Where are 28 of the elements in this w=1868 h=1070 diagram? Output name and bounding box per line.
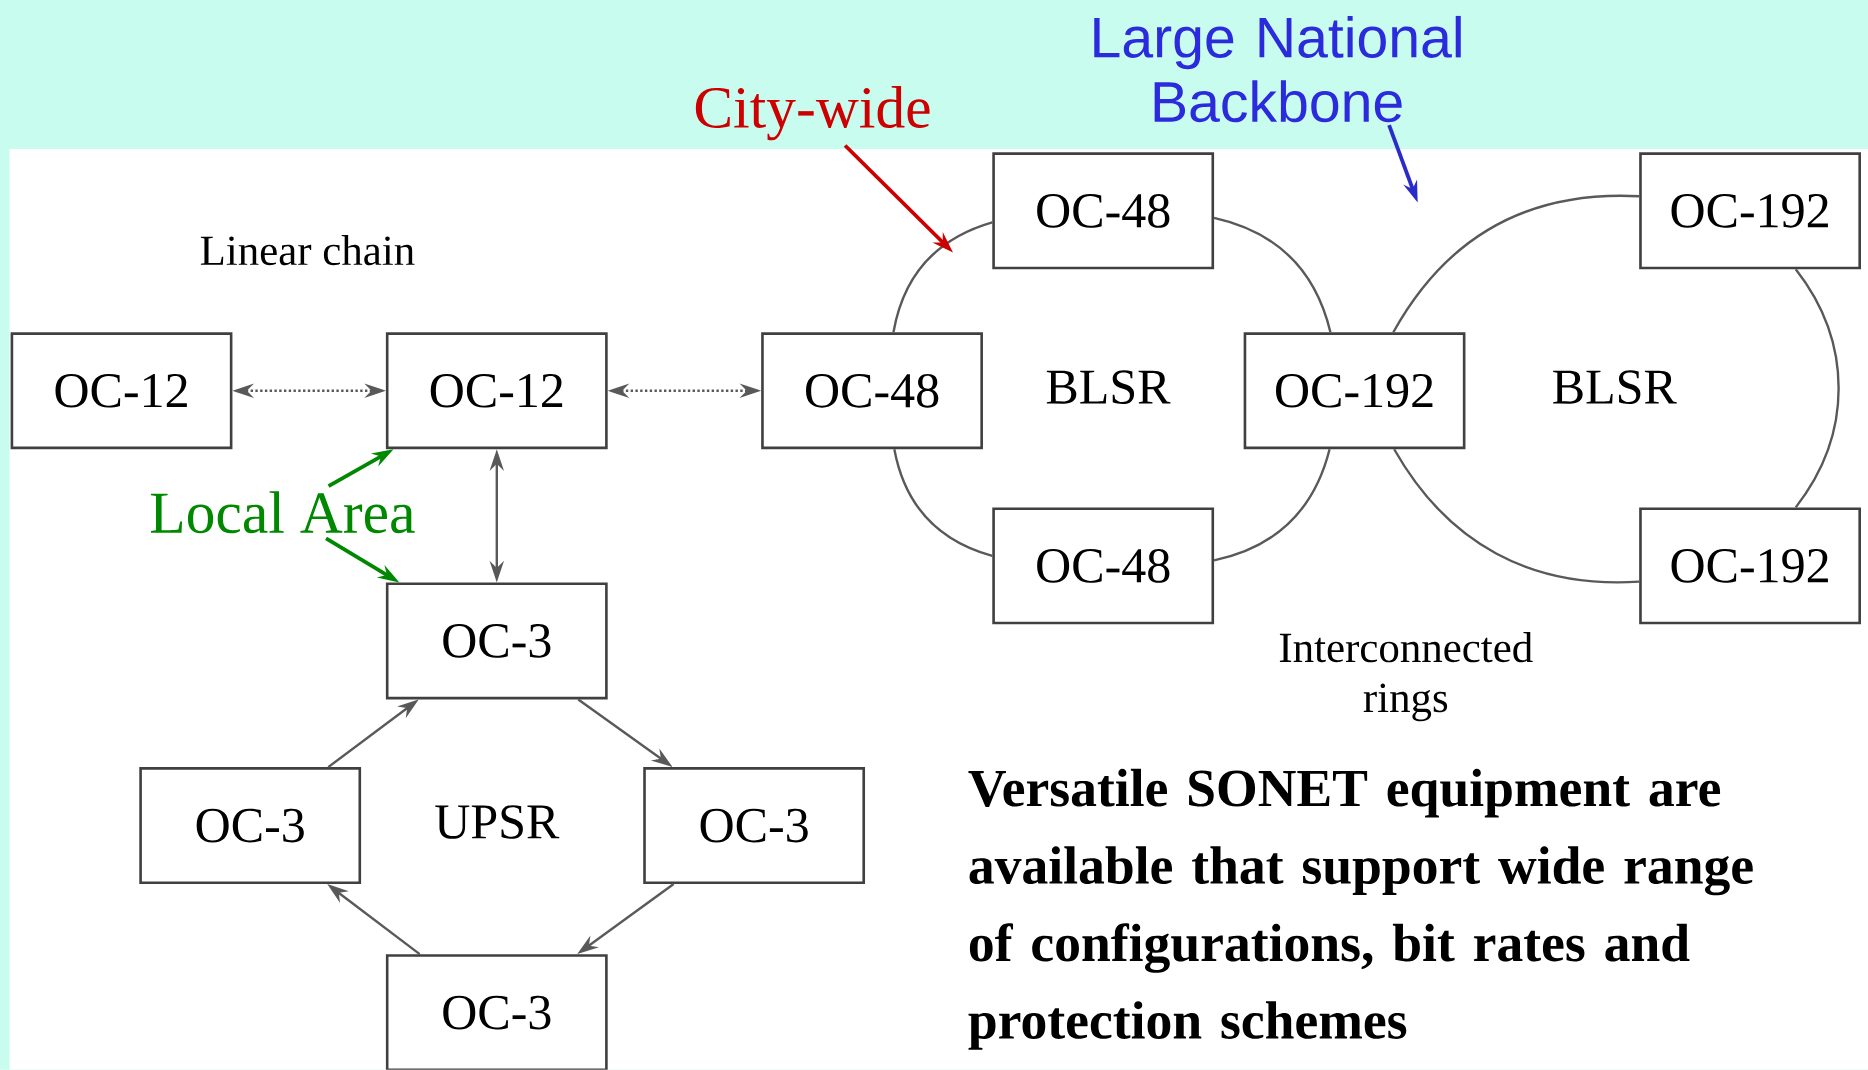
network-node-box: OC-3	[139, 767, 362, 885]
ring-arc	[893, 449, 993, 558]
ring-arc	[1392, 194, 1640, 333]
network-node-box: OC-12	[10, 332, 233, 450]
network-node-box: OC-48	[761, 332, 983, 450]
ring-arc	[892, 221, 993, 333]
ring-label: BLSR	[1553, 370, 1677, 405]
network-node-box: OC-3	[643, 767, 866, 885]
network-node-box: OC-192	[1243, 332, 1466, 450]
network-node-box: OC-3	[385, 954, 608, 1070]
ring-arc	[1213, 216, 1332, 333]
ring-label: BLSR	[1046, 370, 1171, 405]
ring-label: UPSR	[435, 805, 560, 839]
description-text: Versatile SONET equipment are available that support wide range of configurations, bit rates and protection schemes	[968, 768, 1753, 1050]
network-node-box: OC-12	[385, 332, 608, 450]
ring-label: Interconnected rings	[1279, 632, 1533, 722]
network-node-box: OC-3	[385, 582, 608, 700]
ring-arc	[1213, 449, 1331, 562]
ring-arc	[1794, 268, 1840, 509]
callout-text: City-wide	[695, 86, 930, 141]
ring-arc	[1393, 448, 1640, 584]
network-node-box: OC-48	[992, 507, 1215, 625]
ring-label: Linear chain	[200, 235, 415, 266]
callout-text: Large National Backbone	[1094, 16, 1461, 123]
network-node-box: OC-192	[1639, 507, 1861, 625]
network-node-box: OC-48	[992, 152, 1215, 270]
network-node-box: OC-192	[1639, 152, 1861, 270]
callout-text: Local Area	[150, 491, 415, 534]
